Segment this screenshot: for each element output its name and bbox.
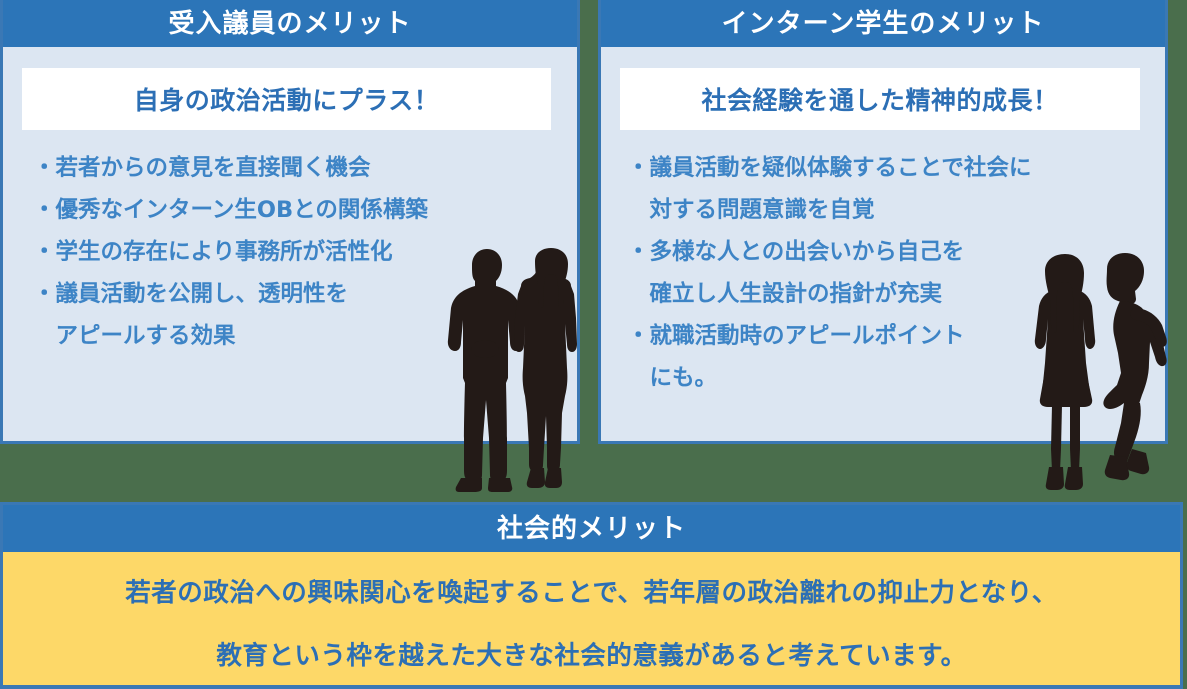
panel-right-header: インターン学生のメリット bbox=[601, 0, 1165, 47]
social-merit-line-1: 若者の政治への興味関心を喚起することで、若年層の政治離れの抑止力となり、 bbox=[125, 577, 1058, 608]
social-merit-line-2: 教育という枠を越えた大きな社会的意義があると考えています。 bbox=[216, 640, 967, 671]
panel-social-merits: 社会的メリット 若者の政治への興味関心を喚起することで、若年層の政治離れの抑止力… bbox=[0, 502, 1183, 689]
list-item: ・優秀なインターン生OBとの関係構築 bbox=[33, 197, 428, 223]
list-item: ・議員活動を疑似体験することで社会に 対する問題意識を自覚 bbox=[627, 155, 1032, 223]
panel-bottom-body: 若者の政治への興味関心を喚起することで、若年層の政治離れの抑止力となり、 教育と… bbox=[3, 552, 1180, 685]
panel-right-subtitle: 社会経験を通した精神的成長！ bbox=[620, 68, 1140, 130]
list-item: ・若者からの意見を直接聞く機会 bbox=[33, 155, 371, 181]
list-item: ・多様な人との出会いから自己を 確立し人生設計の指針が充実 bbox=[627, 239, 965, 307]
list-item: ・学生の存在により事務所が活性化 bbox=[33, 239, 393, 265]
panel-right-bullet-list: ・議員活動を疑似体験することで社会に 対する問題意識を自覚 ・多様な人との出会い… bbox=[627, 147, 1157, 399]
panel-left-header: 受入議員のメリット bbox=[3, 0, 577, 47]
list-item: ・議員活動を公開し、透明性を アピールする効果 bbox=[33, 281, 349, 349]
panel-legislator-merits: 受入議員のメリット 自身の政治活動にプラス！ ・若者からの意見を直接聞く機会 ・… bbox=[0, 0, 580, 444]
list-item: ・就職活動時のアピールポイント にも。 bbox=[627, 323, 965, 391]
panel-left-subtitle: 自身の政治活動にプラス！ bbox=[22, 68, 551, 130]
panel-intern-student-merits: インターン学生のメリット 社会経験を通した精神的成長！ ・議員活動を疑似体験する… bbox=[598, 0, 1168, 444]
panel-left-bullet-list: ・若者からの意見を直接聞く機会 ・優秀なインターン生OBとの関係構築 ・学生の存… bbox=[33, 147, 553, 357]
panel-bottom-header: 社会的メリット bbox=[3, 505, 1180, 552]
